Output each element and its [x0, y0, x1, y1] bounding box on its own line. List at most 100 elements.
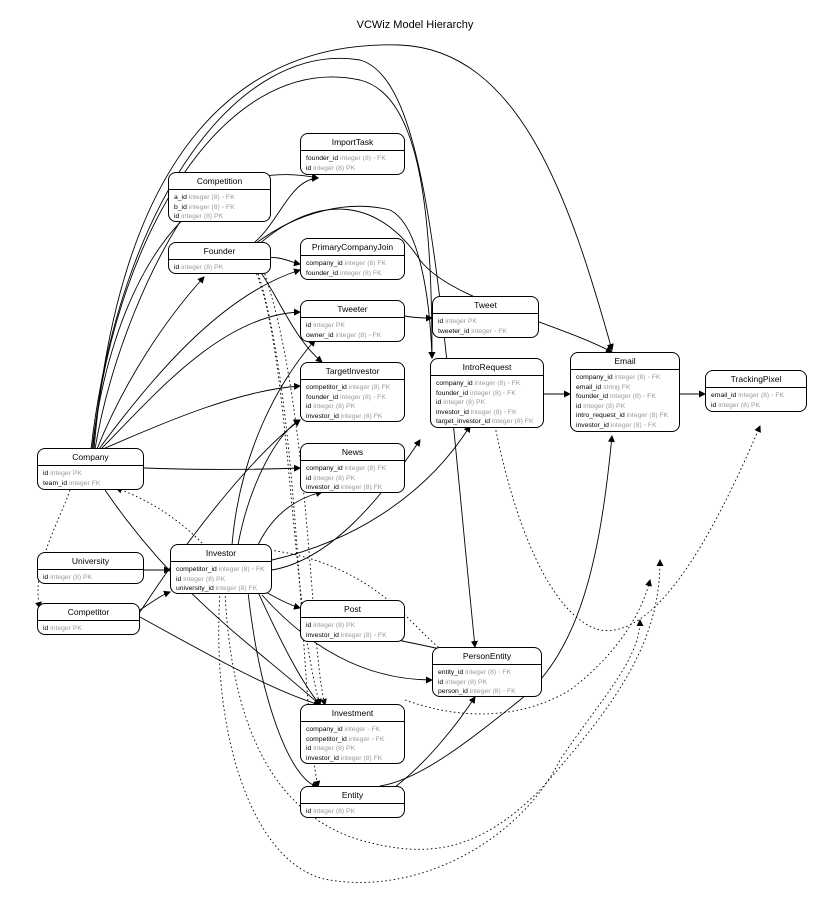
field-type: integer (8) PK: [181, 213, 224, 220]
field-row: id integer (8) PK: [43, 573, 138, 583]
field-row: team_id integer FK: [43, 479, 138, 489]
field-name: id: [306, 322, 312, 329]
edge-investor-news: [257, 490, 323, 546]
field-row: investor_id integer (8) ◦ FK: [436, 408, 538, 418]
field-row: email_id string FK: [576, 383, 674, 393]
field-type: integer PK: [445, 318, 477, 325]
field-name: founder_id: [576, 393, 609, 400]
field-name: a_id: [174, 194, 187, 201]
edge-company-personentity: [90, 57, 478, 648]
entity-fields: id integer PK owner_id integer (8) ◦ FK: [301, 318, 404, 342]
entity-fields: id integer PK: [38, 621, 139, 636]
field-type: integer PK: [50, 625, 82, 632]
edge-competitor-investment: [139, 616, 321, 707]
field-name: company_id: [306, 465, 343, 472]
field-name: id: [43, 574, 49, 581]
field-row: id integer (8) PK: [174, 212, 265, 222]
field-type: integer (8) PK: [313, 745, 356, 752]
entity-name: Company: [38, 449, 143, 466]
entity-competitor: Competitor id integer PK: [37, 603, 140, 635]
field-row: company_id integer (8) ◦ FK: [436, 379, 538, 389]
entity-fields: email_id integer (8) ◦ FK id integer (8)…: [706, 388, 806, 412]
field-name: investor_id: [306, 754, 339, 762]
field-row: id integer PK: [43, 469, 138, 479]
edge-company-primarycompanyjoin: [98, 268, 301, 450]
field-name: investor_id: [306, 631, 339, 639]
field-row: id integer (8) PK: [306, 474, 399, 484]
field-row: investor_id integer (8) FK: [306, 754, 399, 764]
edge-dotted-introrequest-trackingpixel: [494, 425, 761, 631]
field-row: investor_id integer (8) ◦ FK: [576, 421, 674, 431]
field-name: id: [576, 402, 582, 410]
field-row: a_id integer (8) ◦ FK: [174, 193, 265, 203]
field-row: id integer PK: [438, 317, 533, 327]
field-type: integer (8) ◦ FK: [469, 688, 516, 695]
field-type: integer (8) PK: [313, 622, 356, 629]
edge-competitor-investor: [139, 590, 171, 611]
entity-trackingpixel: TrackingPixel email_id integer (8) ◦ FK …: [705, 370, 807, 412]
field-name: id: [438, 318, 444, 325]
entity-news: News company_id integer (8) FK id intege…: [300, 443, 405, 493]
entity-name: Founder: [169, 243, 270, 260]
entity-fields: id integer PK team_id integer FK: [38, 466, 143, 490]
field-name: id: [306, 164, 312, 172]
field-name: company_id: [436, 380, 473, 387]
field-type: integer (8) ◦ FK: [188, 194, 235, 201]
entity-investor: Investor competitor_id integer (8) ◦ FK …: [170, 544, 272, 594]
field-type: integer ◦ FK: [348, 735, 385, 743]
field-row: company_id integer (8) FK: [306, 464, 399, 474]
entity-name: ImportTask: [301, 134, 404, 151]
field-name: company_id: [306, 260, 343, 267]
field-row: id integer (8) PK: [306, 744, 399, 754]
edge-investor-personentity: [261, 594, 433, 684]
entity-name: Post: [301, 601, 404, 618]
field-row: competitor_id integer ◦ FK: [306, 735, 399, 745]
edge-dotted-founder-investment-2: [261, 265, 327, 706]
diagram-title: VCWiz Model Hierarchy: [356, 19, 474, 31]
entity-name: Entity: [301, 787, 404, 804]
field-row: founder_id integer (8) ◦ FK: [576, 392, 674, 402]
field-row: founder_id integer (8) FK: [306, 269, 399, 279]
entity-university: University id integer (8) PK: [37, 552, 144, 584]
field-row: id integer (8) PK: [438, 678, 536, 688]
field-type: integer (8) ◦ FK: [614, 374, 661, 381]
field-name: id: [43, 470, 49, 477]
field-name: company_id: [306, 726, 343, 733]
entity-importtask: ImportTask founder_id integer (8) ◦ FK i…: [300, 133, 405, 175]
entity-fields: id integer PK tweeter_id integer ◦ FK: [433, 314, 538, 338]
entity-name: Competition: [169, 173, 270, 190]
field-type: integer PK: [313, 322, 345, 329]
field-type: integer (8) ◦ FK: [218, 566, 265, 573]
field-type: integer (8) ◦ FK: [610, 421, 657, 429]
field-type: integer (8) PK: [443, 399, 486, 406]
field-type: integer (8) FK: [215, 585, 258, 592]
field-row: company_id integer ◦ FK: [306, 725, 399, 735]
edge-entity-email: [379, 435, 615, 787]
entity-name: Email: [571, 353, 679, 370]
field-name: founder_id: [306, 393, 339, 401]
edge-company-tweeter: [100, 308, 301, 450]
entity-name: TargetInvestor: [301, 363, 404, 380]
entity-name: Tweeter: [301, 301, 404, 318]
field-row: b_id integer (8) ◦ FK: [174, 203, 265, 213]
field-type: integer (8) PK: [583, 402, 626, 410]
edge-dotted-company-competitor: [35, 489, 71, 609]
field-type: integer (8) FK: [340, 754, 383, 762]
edge-investor-entity: [247, 591, 319, 789]
field-type: integer (8) PK: [313, 808, 356, 815]
field-row: person_id integer (8) ◦ FK: [438, 687, 536, 697]
entity-name: University: [38, 553, 143, 570]
field-type: integer (8) FK: [626, 412, 669, 419]
field-type: integer (8) FK: [344, 260, 387, 267]
entity-fields: company_id integer (8) ◦ FK founder_id i…: [431, 376, 543, 429]
field-row: founder_id integer (8) ◦ FK: [436, 389, 538, 399]
field-type: integer (8) PK: [181, 264, 224, 271]
field-type: integer (8) ◦ FK: [610, 393, 656, 400]
entity-fields: a_id integer (8) ◦ FK b_id integer (8) ◦…: [169, 190, 270, 224]
edge-investor-introrequest: [271, 425, 471, 561]
entity-fields: founder_id integer (8) ◦ FK id integer (…: [301, 151, 404, 175]
field-type: integer (8) PK: [50, 574, 93, 581]
entity-name: TrackingPixel: [706, 371, 806, 388]
edge-entity-personentity: [394, 696, 476, 788]
entity-name: Tweet: [433, 297, 538, 314]
